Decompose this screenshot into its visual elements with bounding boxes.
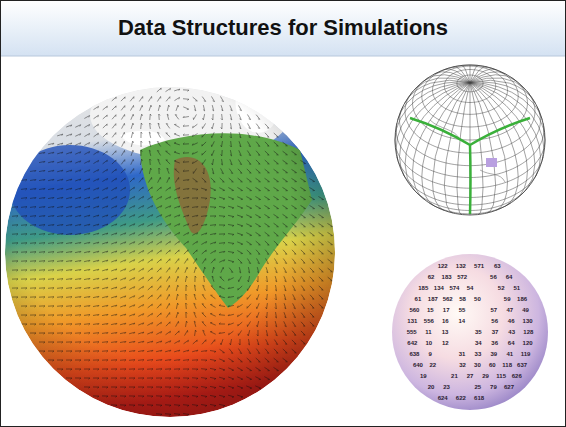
- cell-number: 33: [475, 351, 482, 357]
- cell-number: 52: [498, 285, 505, 291]
- cell-number: 50: [474, 296, 481, 302]
- cell-number: 64: [508, 340, 515, 346]
- cell-number: 187: [428, 296, 438, 302]
- header-rule: [0, 56, 566, 57]
- cell-number: 58: [459, 296, 466, 302]
- cell-number: 35: [475, 329, 482, 335]
- cell-number: 16: [442, 318, 449, 324]
- cell-number: 39: [490, 351, 497, 357]
- cell-number: 12: [442, 340, 449, 346]
- cell-number: 61: [415, 296, 422, 302]
- cell-number: 32: [459, 362, 466, 368]
- cell-number: 79: [490, 384, 497, 390]
- cell-number: 556: [424, 318, 434, 324]
- cell-number: 62: [428, 274, 435, 280]
- cell-number: 56: [491, 318, 498, 324]
- cell-number: 20: [428, 384, 435, 390]
- cell-number: 46: [508, 318, 515, 324]
- cubed-sphere-grid: [395, 65, 545, 215]
- cell-number: 122: [438, 263, 448, 269]
- cell-number: 17: [443, 307, 450, 313]
- cell-number: 185: [418, 285, 428, 291]
- cell-number: 128: [523, 329, 533, 335]
- cell-number: 49: [522, 307, 529, 313]
- cell-number: 115: [496, 373, 506, 379]
- numbered-sphere: [392, 254, 548, 410]
- cell-number: 574: [449, 285, 459, 291]
- cell-number: 131: [407, 318, 417, 324]
- cell-number: 64: [506, 274, 513, 280]
- cell-number: 43: [508, 329, 515, 335]
- cell-number: 627: [504, 384, 514, 390]
- cell-number: 562: [443, 296, 453, 302]
- cell-number: 9: [429, 351, 432, 357]
- cell-number: 25: [474, 384, 481, 390]
- cell-number: 51: [513, 285, 520, 291]
- cell-number: 10: [425, 340, 432, 346]
- cell-number: 637: [517, 362, 527, 368]
- cell-number: 640: [413, 362, 423, 368]
- cell-number: 22: [429, 362, 436, 368]
- cell-number: 183: [442, 274, 452, 280]
- cell-number: 30: [474, 362, 481, 368]
- cell-number: 13: [442, 329, 449, 335]
- cell-number: 11: [425, 329, 431, 335]
- cell-number: 132: [456, 263, 466, 269]
- cell-number: 37: [492, 329, 499, 335]
- cell-number: 120: [523, 340, 533, 346]
- cell-number: 15: [427, 307, 434, 313]
- cell-number: 36: [491, 340, 498, 346]
- cell-number: 54: [467, 285, 474, 291]
- cell-number: 55: [459, 307, 466, 313]
- cell-number: 59: [504, 296, 511, 302]
- cell-number: 642: [407, 340, 417, 346]
- slide-title: Data Structures for Simulations: [0, 0, 566, 56]
- cell-number: 41: [506, 351, 513, 357]
- cell-number: 63: [494, 263, 501, 269]
- cell-number: 624: [438, 395, 448, 401]
- cell-number: 21: [451, 373, 458, 379]
- cell-number: 118: [502, 362, 512, 368]
- cell-number: 23: [443, 384, 450, 390]
- cell-number: 119: [521, 351, 531, 357]
- cell-number: 638: [409, 351, 419, 357]
- cell-number: 134: [434, 285, 444, 291]
- cell-number: 622: [456, 395, 466, 401]
- cell-number: 130: [523, 318, 533, 324]
- cell-number: 555: [407, 329, 417, 335]
- cell-number: 27: [467, 373, 474, 379]
- cell-number: 57: [490, 307, 497, 313]
- cell-number: 618: [474, 395, 484, 401]
- cell-number: 572: [457, 274, 467, 280]
- cell-number: 14: [458, 318, 465, 324]
- cell-number: 56: [490, 274, 497, 280]
- cell-number: 34: [475, 340, 482, 346]
- earth-globe: [5, 70, 335, 417]
- cell-number: 571: [474, 263, 484, 269]
- cell-number: 47: [506, 307, 513, 313]
- cell-number: 560: [409, 307, 419, 313]
- cell-number: 29: [482, 373, 489, 379]
- cell-number: 626: [512, 373, 522, 379]
- cell-number: 60: [489, 362, 496, 368]
- header-band: [0, 0, 566, 56]
- cell-number: 186: [517, 296, 527, 302]
- grid-lines: [395, 65, 545, 215]
- cell-number: 31: [459, 351, 466, 357]
- cell-number: 19: [420, 373, 427, 379]
